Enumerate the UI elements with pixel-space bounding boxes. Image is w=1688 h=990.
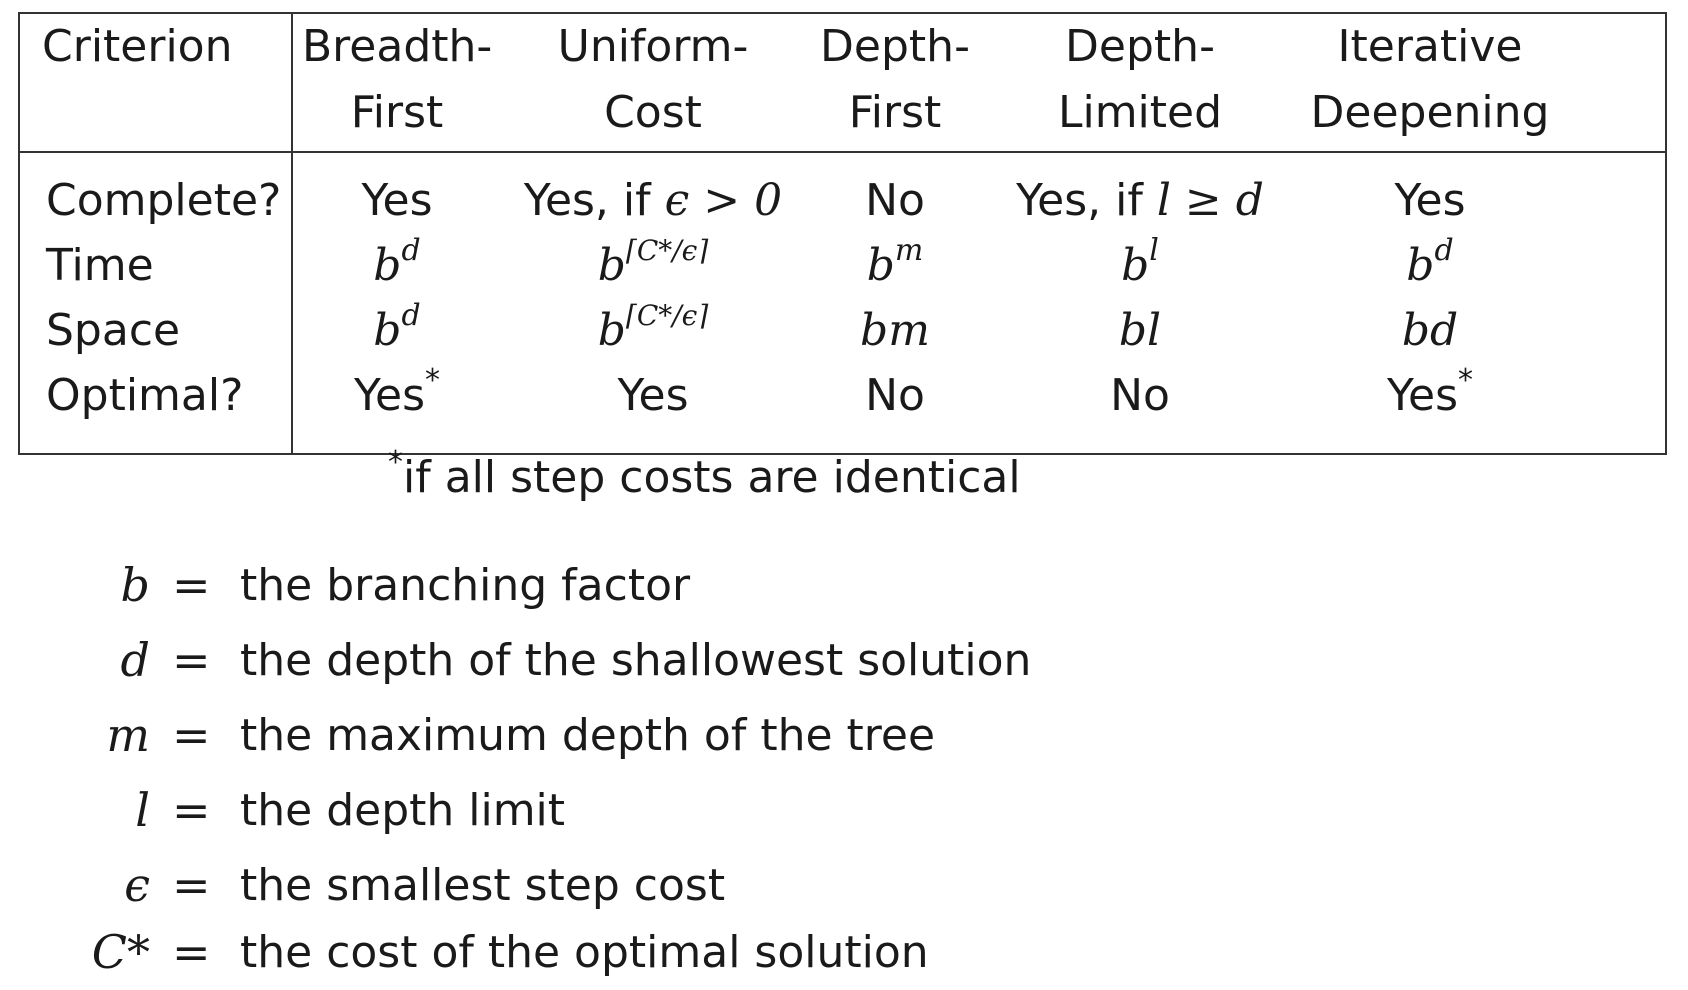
optimal-iterative-deepening: Yes* xyxy=(1386,363,1474,422)
optimal-uniform-cost: Yes xyxy=(617,370,689,421)
row-label-optimal: Optimal? xyxy=(46,370,244,421)
criterion-header: Criterion xyxy=(42,21,233,72)
legend-row: m = the maximum depth of the tree xyxy=(0,698,1100,773)
legend-row: l = the depth limit xyxy=(0,773,1100,848)
row-label-time: Time xyxy=(46,240,154,291)
complete-depth-first: No xyxy=(865,175,925,226)
legend-equals: = xyxy=(172,633,211,687)
space-depth-limited: bl xyxy=(1118,305,1162,356)
breadth-first-header: Breadth- First xyxy=(302,21,493,138)
row-label-complete: Complete? xyxy=(46,175,282,226)
legend-description: the branching factor xyxy=(240,560,691,611)
legend-symbol: ϵ xyxy=(124,858,150,912)
legend-row: C* = the cost of the optimal solution xyxy=(0,915,1100,990)
space-uniform-cost: b⌈C*/ϵ⌉ xyxy=(597,299,709,357)
depth-limited-header: Depth- Limited xyxy=(1057,21,1223,138)
legend-symbol: b xyxy=(120,558,150,612)
legend-equals: = xyxy=(172,858,211,912)
legend-equals: = xyxy=(172,925,211,979)
complete-depth-limited: Yes, if l ≥ d xyxy=(1016,175,1264,226)
search-strategy-comparison-table: Criterion Breadth- First Uniform- Cost D… xyxy=(18,12,1667,455)
table-footnote: *if all step costs are identical xyxy=(388,445,1021,504)
time-depth-limited: bl xyxy=(1121,233,1159,292)
legend-equals: = xyxy=(172,558,211,612)
uniform-cost-header: Uniform- Cost xyxy=(557,21,749,138)
label-column-divider xyxy=(291,14,293,453)
header-divider xyxy=(20,151,1665,153)
iterative-deepening-header: Iterative Deepening xyxy=(1310,21,1550,138)
row-label-space: Space xyxy=(46,305,181,356)
complete-breadth-first: Yes xyxy=(361,175,433,226)
space-iterative-deepening: bd xyxy=(1401,305,1459,356)
time-uniform-cost: b⌈C*/ϵ⌉ xyxy=(597,234,709,292)
optimal-breadth-first: Yes* xyxy=(353,363,441,422)
space-breadth-first: bd xyxy=(373,298,421,357)
legend-symbol: m xyxy=(106,708,150,762)
depth-first-header: Depth- First xyxy=(820,21,970,138)
time-depth-first: bm xyxy=(866,233,924,292)
complete-uniform-cost: Yes, if ϵ > 0 xyxy=(523,175,783,226)
legend-description: the maximum depth of the tree xyxy=(240,710,936,761)
legend-description: the depth limit xyxy=(240,785,566,836)
optimal-depth-limited: No xyxy=(1110,370,1170,421)
legend-symbol: l xyxy=(135,783,150,837)
time-iterative-deepening: bd xyxy=(1406,233,1454,292)
legend-row: d = the depth of the shallowest solution xyxy=(0,623,1100,698)
legend-description: the cost of the optimal solution xyxy=(240,927,929,978)
optimal-depth-first: No xyxy=(865,370,925,421)
complete-iterative-deepening: Yes xyxy=(1394,175,1466,226)
time-breadth-first: bd xyxy=(373,233,421,292)
legend-description: the depth of the shallowest solution xyxy=(240,635,1032,686)
legend-symbol: C* xyxy=(91,925,150,979)
legend-row: ϵ = the smallest step cost xyxy=(0,848,1100,923)
space-depth-first: bm xyxy=(860,305,930,356)
legend-symbol: d xyxy=(120,633,150,687)
legend-row: b = the branching factor xyxy=(0,548,1100,623)
legend-equals: = xyxy=(172,783,211,837)
legend-description: the smallest step cost xyxy=(240,860,726,911)
legend-equals: = xyxy=(172,708,211,762)
